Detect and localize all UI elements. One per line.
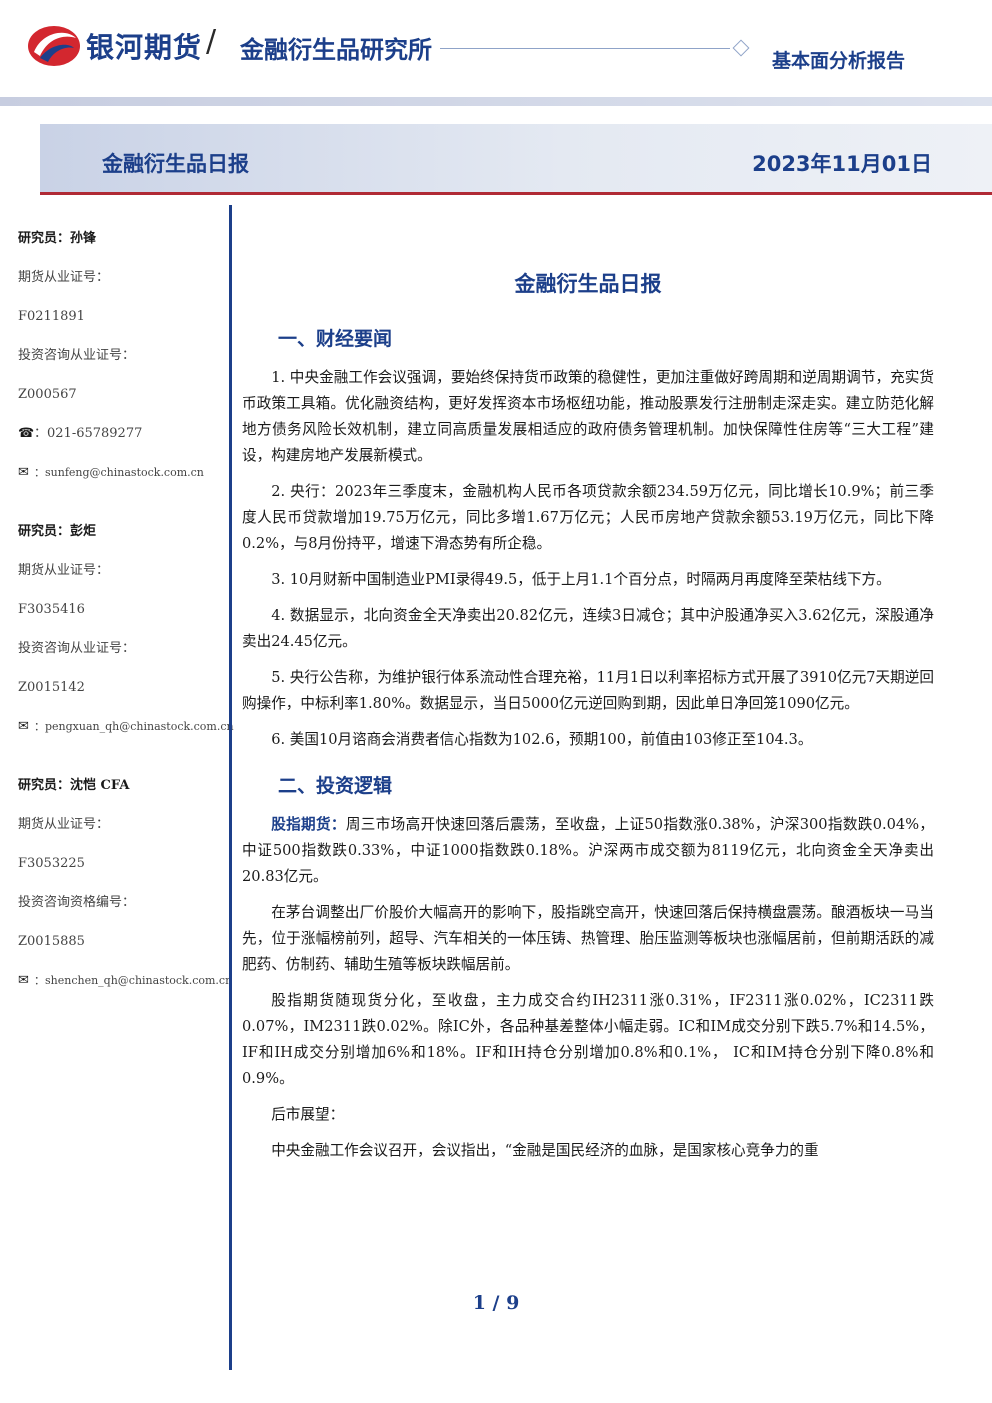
logic-paragraph: 股指期货：周三市场高开快速回落后震荡，至收盘，上证50指数涨0.38%，沪深30… bbox=[242, 812, 934, 890]
outlook-label: 后市展望： bbox=[271, 1106, 345, 1123]
section-heading: 一、财经要闻 bbox=[278, 328, 393, 350]
news-item: 2. 央行：2023年三季度末，金融机构人民币各项贷款余额234.59万亿元，同… bbox=[242, 483, 934, 552]
consult-label: 投资咨询从业证号： bbox=[18, 348, 136, 363]
news-item: 3. 10月财新中国制造业PMI录得49.5，低于上月1.1个百分点，时隔两月再… bbox=[271, 571, 891, 588]
cert-label: 期货从业证号： bbox=[18, 817, 110, 832]
cert-label: 期货从业证号： bbox=[18, 563, 110, 578]
cert-label: 期货从业证号： bbox=[18, 270, 110, 285]
logic-paragraph: 在茅台调整出厂价股价大幅高开的影响下，股指跳空高开，快速回落后保持横盘震荡。酿酒… bbox=[242, 904, 934, 973]
researcher-name: 研究员：沈恺 CFA bbox=[18, 778, 130, 793]
report-type: 基本面分析报告 bbox=[772, 50, 906, 72]
cert-number: F3035416 bbox=[18, 602, 85, 617]
report-date: 2023年11月01日 bbox=[752, 152, 932, 176]
mail-icon: ✉ bbox=[18, 719, 29, 734]
keyword-label: 股指期货： bbox=[271, 816, 346, 833]
consult-label: 投资咨询从业证号： bbox=[18, 641, 136, 656]
brand-separator: / bbox=[206, 24, 217, 59]
institute-name: 金融衍生品研究所 bbox=[240, 36, 432, 64]
researcher-sidebar: 研究员：孙锋 期货从业证号： F0211891 投资咨询从业证号： Z00056… bbox=[18, 226, 234, 1027]
main-content: 金融衍生品日报 一、财经要闻 1. 中央金融工作会议强调，要始终保持货币政策的稳… bbox=[242, 258, 934, 1174]
email-row: ✉ ：sunfeng@chinastock.com.cn bbox=[18, 460, 223, 499]
title-banner bbox=[40, 124, 992, 194]
email-row: ✉ ：pengxuan_qh@chinastock.com.cn bbox=[18, 714, 234, 753]
cert-number: F0211891 bbox=[18, 309, 85, 324]
email-address[interactable]: ：shenchen_qh@chinastock.com.cn bbox=[34, 974, 233, 987]
phone-row: ☎：021-65789277 bbox=[18, 421, 223, 460]
news-item: 4. 数据显示，北向资金全天净卖出20.82亿元，连续3日减仓；其中沪股通净买入… bbox=[242, 607, 934, 650]
consult-label: 投资咨询资格编号： bbox=[18, 895, 136, 910]
consult-number: Z0015142 bbox=[18, 680, 85, 695]
banner-underline bbox=[40, 192, 992, 195]
brand-name: 银河期货 bbox=[86, 31, 203, 64]
banner-title: 金融衍生品日报 bbox=[102, 152, 249, 176]
phone-icon: ☎ bbox=[18, 426, 35, 441]
header-band bbox=[0, 97, 992, 106]
section-heading: 二、投资逻辑 bbox=[278, 775, 393, 797]
researcher-card: 研究员：孙锋 期货从业证号： F0211891 投资咨询从业证号： Z00056… bbox=[18, 226, 223, 499]
logic-paragraph: 股指期货随现货分化，至收盘，主力成交合约IH2311涨0.31%，IF2311涨… bbox=[242, 992, 934, 1087]
phone-number: ：021-65789277 bbox=[34, 426, 143, 441]
researcher-card: 研究员：彭炬 期货从业证号： F3035416 投资咨询从业证号： Z00151… bbox=[18, 519, 234, 753]
email-address[interactable]: ：pengxuan_qh@chinastock.com.cn bbox=[34, 720, 234, 733]
consult-number: Z000567 bbox=[18, 387, 77, 402]
cert-number: F3053225 bbox=[18, 856, 85, 871]
page-header: 银河期货 / 金融衍生品研究所 基本面分析报告 bbox=[0, 0, 992, 112]
logic-text: 周三市场高开快速回落后震荡，至收盘，上证50指数涨0.38%，沪深300指数跌0… bbox=[242, 816, 934, 885]
email-address[interactable]: ：sunfeng@chinastock.com.cn bbox=[34, 466, 204, 479]
news-item: 6. 美国10月谘商会消费者信心指数为102.6，预期100，前值由103修正至… bbox=[271, 731, 813, 748]
researcher-card: 研究员：沈恺 CFA 期货从业证号： F3053225 投资咨询资格编号： Z0… bbox=[18, 773, 232, 1007]
page-number: 1 / 9 bbox=[472, 1292, 520, 1314]
researcher-name: 研究员：彭炬 bbox=[18, 524, 97, 539]
consult-number: Z0015885 bbox=[18, 934, 85, 949]
document-title: 金融衍生品日报 bbox=[514, 272, 662, 296]
email-row: ✉ ：shenchen_qh@chinastock.com.cn bbox=[18, 968, 232, 1007]
mail-icon: ✉ bbox=[18, 973, 29, 988]
header-rule bbox=[440, 48, 730, 49]
news-item: 5. 央行公告称，为维护银行体系流动性合理充裕，11月1日以利率招标方式开展了3… bbox=[242, 669, 934, 712]
galaxy-logo-icon bbox=[28, 26, 80, 66]
news-item: 1. 中央金融工作会议强调，要始终保持货币政策的稳健性，更加注重做好跨周期和逆周… bbox=[242, 369, 934, 464]
sidebar-divider bbox=[229, 205, 232, 1370]
mail-icon: ✉ bbox=[18, 465, 29, 480]
logic-paragraph: 中央金融工作会议召开，会议指出，“金融是国民经济的血脉，是国家核心竞争力的重 bbox=[271, 1142, 819, 1159]
diamond-icon bbox=[732, 39, 750, 57]
researcher-name: 研究员：孙锋 bbox=[18, 231, 97, 246]
